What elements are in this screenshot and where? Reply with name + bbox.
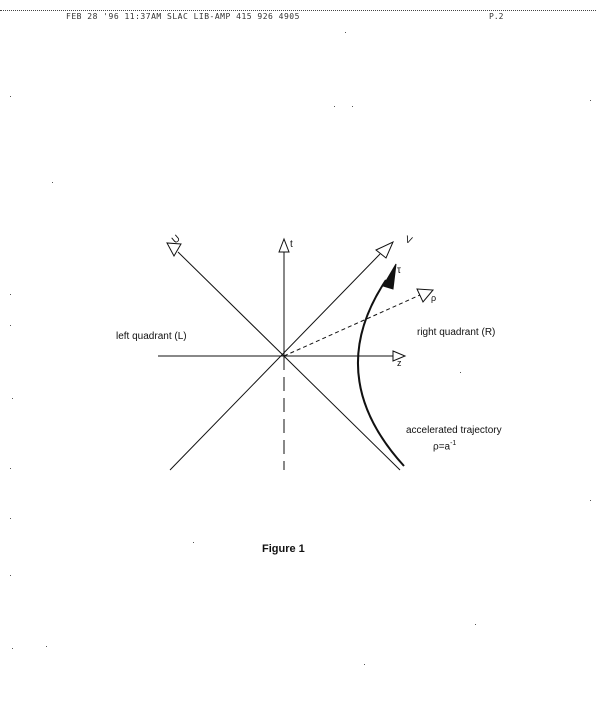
left-quadrant-label: left quadrant (L) [116,331,187,342]
scan-speck [364,664,365,665]
u-axis [177,251,401,471]
right-quadrant-label: right quadrant (R) [417,327,496,338]
t-axis-arrowhead [278,237,290,253]
scan-speck [12,648,13,649]
scan-speck [12,398,13,399]
trajectory-equation: ρ=a-1 [433,440,456,452]
trajectory-equation-exponent: -1 [450,440,457,447]
scan-speck [460,372,461,373]
trajectory-label: accelerated trajectory [406,425,502,436]
accelerated-trajectory-curve [357,279,405,467]
fax-transmission-line: FEB 28 '96 11:37AM SLAC LIB-AMP 415 926 … [66,12,300,21]
scan-speck [352,106,353,107]
scan-speck [334,106,335,107]
scan-speck [10,96,11,97]
scan-speck [10,294,11,295]
u-axis-arrowhead [166,242,182,258]
scan-speck [345,32,346,33]
v-axis [169,253,381,471]
v-axis-arrowhead [375,240,394,259]
scan-speck [46,646,47,647]
trajectory-equation-base: ρ=a [433,441,451,453]
scan-speck [52,182,53,183]
scan-speck [475,624,476,625]
scan-speck [10,518,11,519]
scan-speck [590,100,591,101]
rho-arrowhead [416,288,435,303]
rho-ray [283,294,421,357]
scan-speck [193,542,194,543]
scan-speck [10,575,11,576]
scan-speck [10,468,11,469]
rho-label: ρ [431,293,437,303]
z-axis-arrowhead [392,350,407,362]
scan-speck [10,325,11,326]
scan-speck [590,500,591,501]
figure-caption: Figure 1 [262,543,305,555]
t-axis-label: t [290,239,293,250]
tau-label: τ [397,265,401,276]
fax-page-number: P.2 [489,12,504,21]
fax-top-rule [0,10,596,11]
trajectory-arrowhead [382,263,397,290]
z-axis-label: z [397,358,402,368]
